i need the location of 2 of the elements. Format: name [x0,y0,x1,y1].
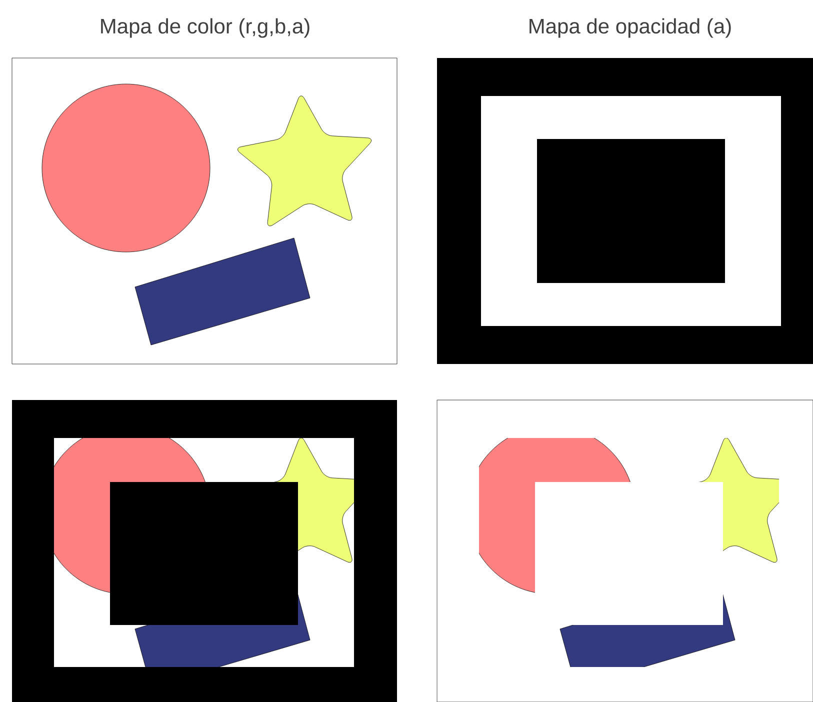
panel-title: Mapa de opacidad (a) [530,18,731,38]
panel-title: Mapa de color (r,g,b,a) [101,18,310,38]
